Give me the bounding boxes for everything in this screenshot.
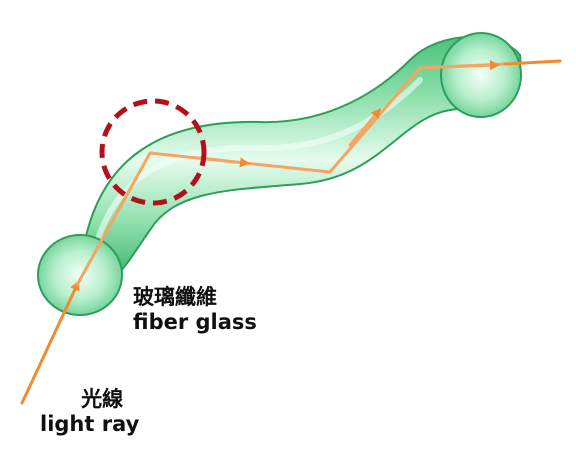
light-ray-outgoing: [503, 59, 562, 66]
fiber-end-left: [37, 234, 123, 316]
fiber-glass-label: 玻璃纖維 fiber glass: [133, 285, 257, 335]
fiber-end-right: [440, 32, 522, 118]
ray-arrow-1: [198, 156, 250, 168]
light-ray-label: 光線 light ray: [40, 387, 139, 437]
ray-arrow-3: [438, 60, 500, 71]
light-ray: [20, 59, 562, 405]
ray-arrow-2: [348, 108, 382, 147]
light-ray-label-zh: 光線: [81, 387, 124, 411]
dashed-circle-icon: [99, 98, 207, 206]
fiber-glass-label-zh: 玻璃纖維: [133, 285, 217, 309]
fiber-glass-label-en: fiber glass: [133, 310, 257, 335]
light-ray-incoming: [20, 280, 80, 405]
light-ray-label-en: light ray: [40, 412, 140, 437]
